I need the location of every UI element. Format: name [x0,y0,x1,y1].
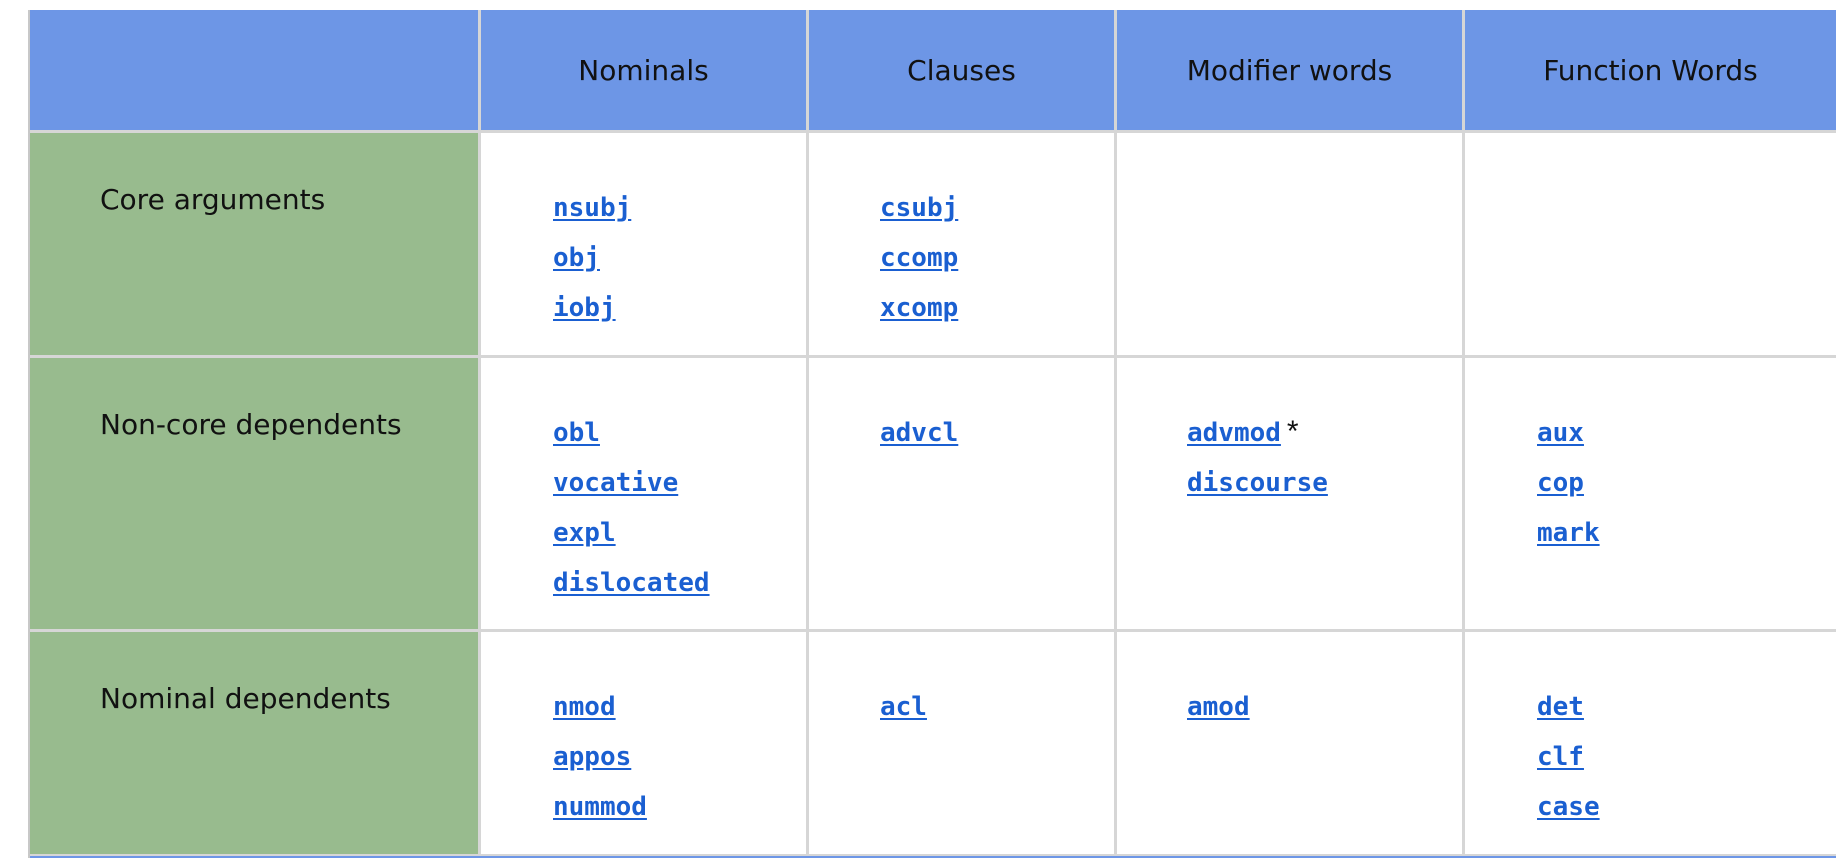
relation-link-nummod[interactable]: nummod [553,792,647,822]
row-header-label: Nominal dependents [100,682,391,715]
relation-link-nmod[interactable]: nmod [553,692,616,722]
relation-link-obj[interactable]: obj [553,243,600,273]
footnote-asterisk: * [1286,415,1299,448]
relation-link-amod[interactable]: amod [1187,692,1250,722]
cell-core-modifier-words [1117,133,1462,355]
column-header-nominals: Nominals [481,10,806,130]
relation-link-aux[interactable]: aux [1537,418,1584,448]
column-header-modifier-words: Modifier words [1117,10,1462,130]
relation-link-det[interactable]: det [1537,692,1584,722]
cell-nominal-clauses: acl [809,632,1114,854]
row-header-core-arguments: Core arguments [30,133,478,355]
relation-link-advmod[interactable]: advmod [1187,418,1281,448]
relation-link-clf[interactable]: clf [1537,742,1584,772]
column-header-clauses: Clauses [809,10,1114,130]
cell-nominal-function-words: det clf case [1465,632,1836,854]
advmod-entry: advmod * [1187,408,1462,458]
cell-core-function-words [1465,133,1836,355]
column-header-function-words: Function Words [1465,10,1836,130]
row-header-non-core-dependents: Non-core dependents [30,358,478,629]
cell-noncore-clauses: advcl [809,358,1114,629]
relation-link-mark[interactable]: mark [1537,518,1600,548]
relation-link-cop[interactable]: cop [1537,468,1584,498]
relation-link-advcl[interactable]: advcl [880,418,959,448]
row-header-label: Non-core dependents [100,408,402,441]
relation-link-vocative[interactable]: vocative [553,468,679,498]
next-header-row-edge [30,856,1836,858]
cell-core-nominals: nsubj obj iobj [481,133,806,355]
relation-link-obl[interactable]: obl [553,418,600,448]
relation-link-xcomp[interactable]: xcomp [880,293,959,323]
relation-link-expl[interactable]: expl [553,518,616,548]
cell-nominal-modifier-words: amod [1117,632,1462,854]
column-header-label: Clauses [907,53,1016,87]
header-corner-cell [30,10,478,130]
relation-link-case[interactable]: case [1537,792,1600,822]
relation-link-nsubj[interactable]: nsubj [553,193,632,223]
column-header-label: Function Words [1543,53,1758,87]
cell-noncore-modifier-words: advmod * discourse [1117,358,1462,629]
column-header-label: Nominals [578,53,709,87]
cell-core-clauses: csubj ccomp xcomp [809,133,1114,355]
cell-noncore-function-words: aux cop mark [1465,358,1836,629]
row-header-nominal-dependents: Nominal dependents [30,632,478,854]
column-header-label: Modifier words [1186,53,1393,87]
relation-link-dislocated[interactable]: dislocated [553,568,710,598]
cell-nominal-nominals: nmod appos nummod [481,632,806,854]
relation-link-csubj[interactable]: csubj [880,193,959,223]
cell-noncore-nominals: obl vocative expl dislocated [481,358,806,629]
row-header-label: Core arguments [100,183,326,216]
relation-link-discourse[interactable]: discourse [1187,468,1328,498]
table-left-border [28,10,30,858]
relation-link-appos[interactable]: appos [553,742,632,772]
relation-link-iobj[interactable]: iobj [553,293,616,323]
relation-link-ccomp[interactable]: ccomp [880,243,959,273]
relation-link-acl[interactable]: acl [880,692,927,722]
